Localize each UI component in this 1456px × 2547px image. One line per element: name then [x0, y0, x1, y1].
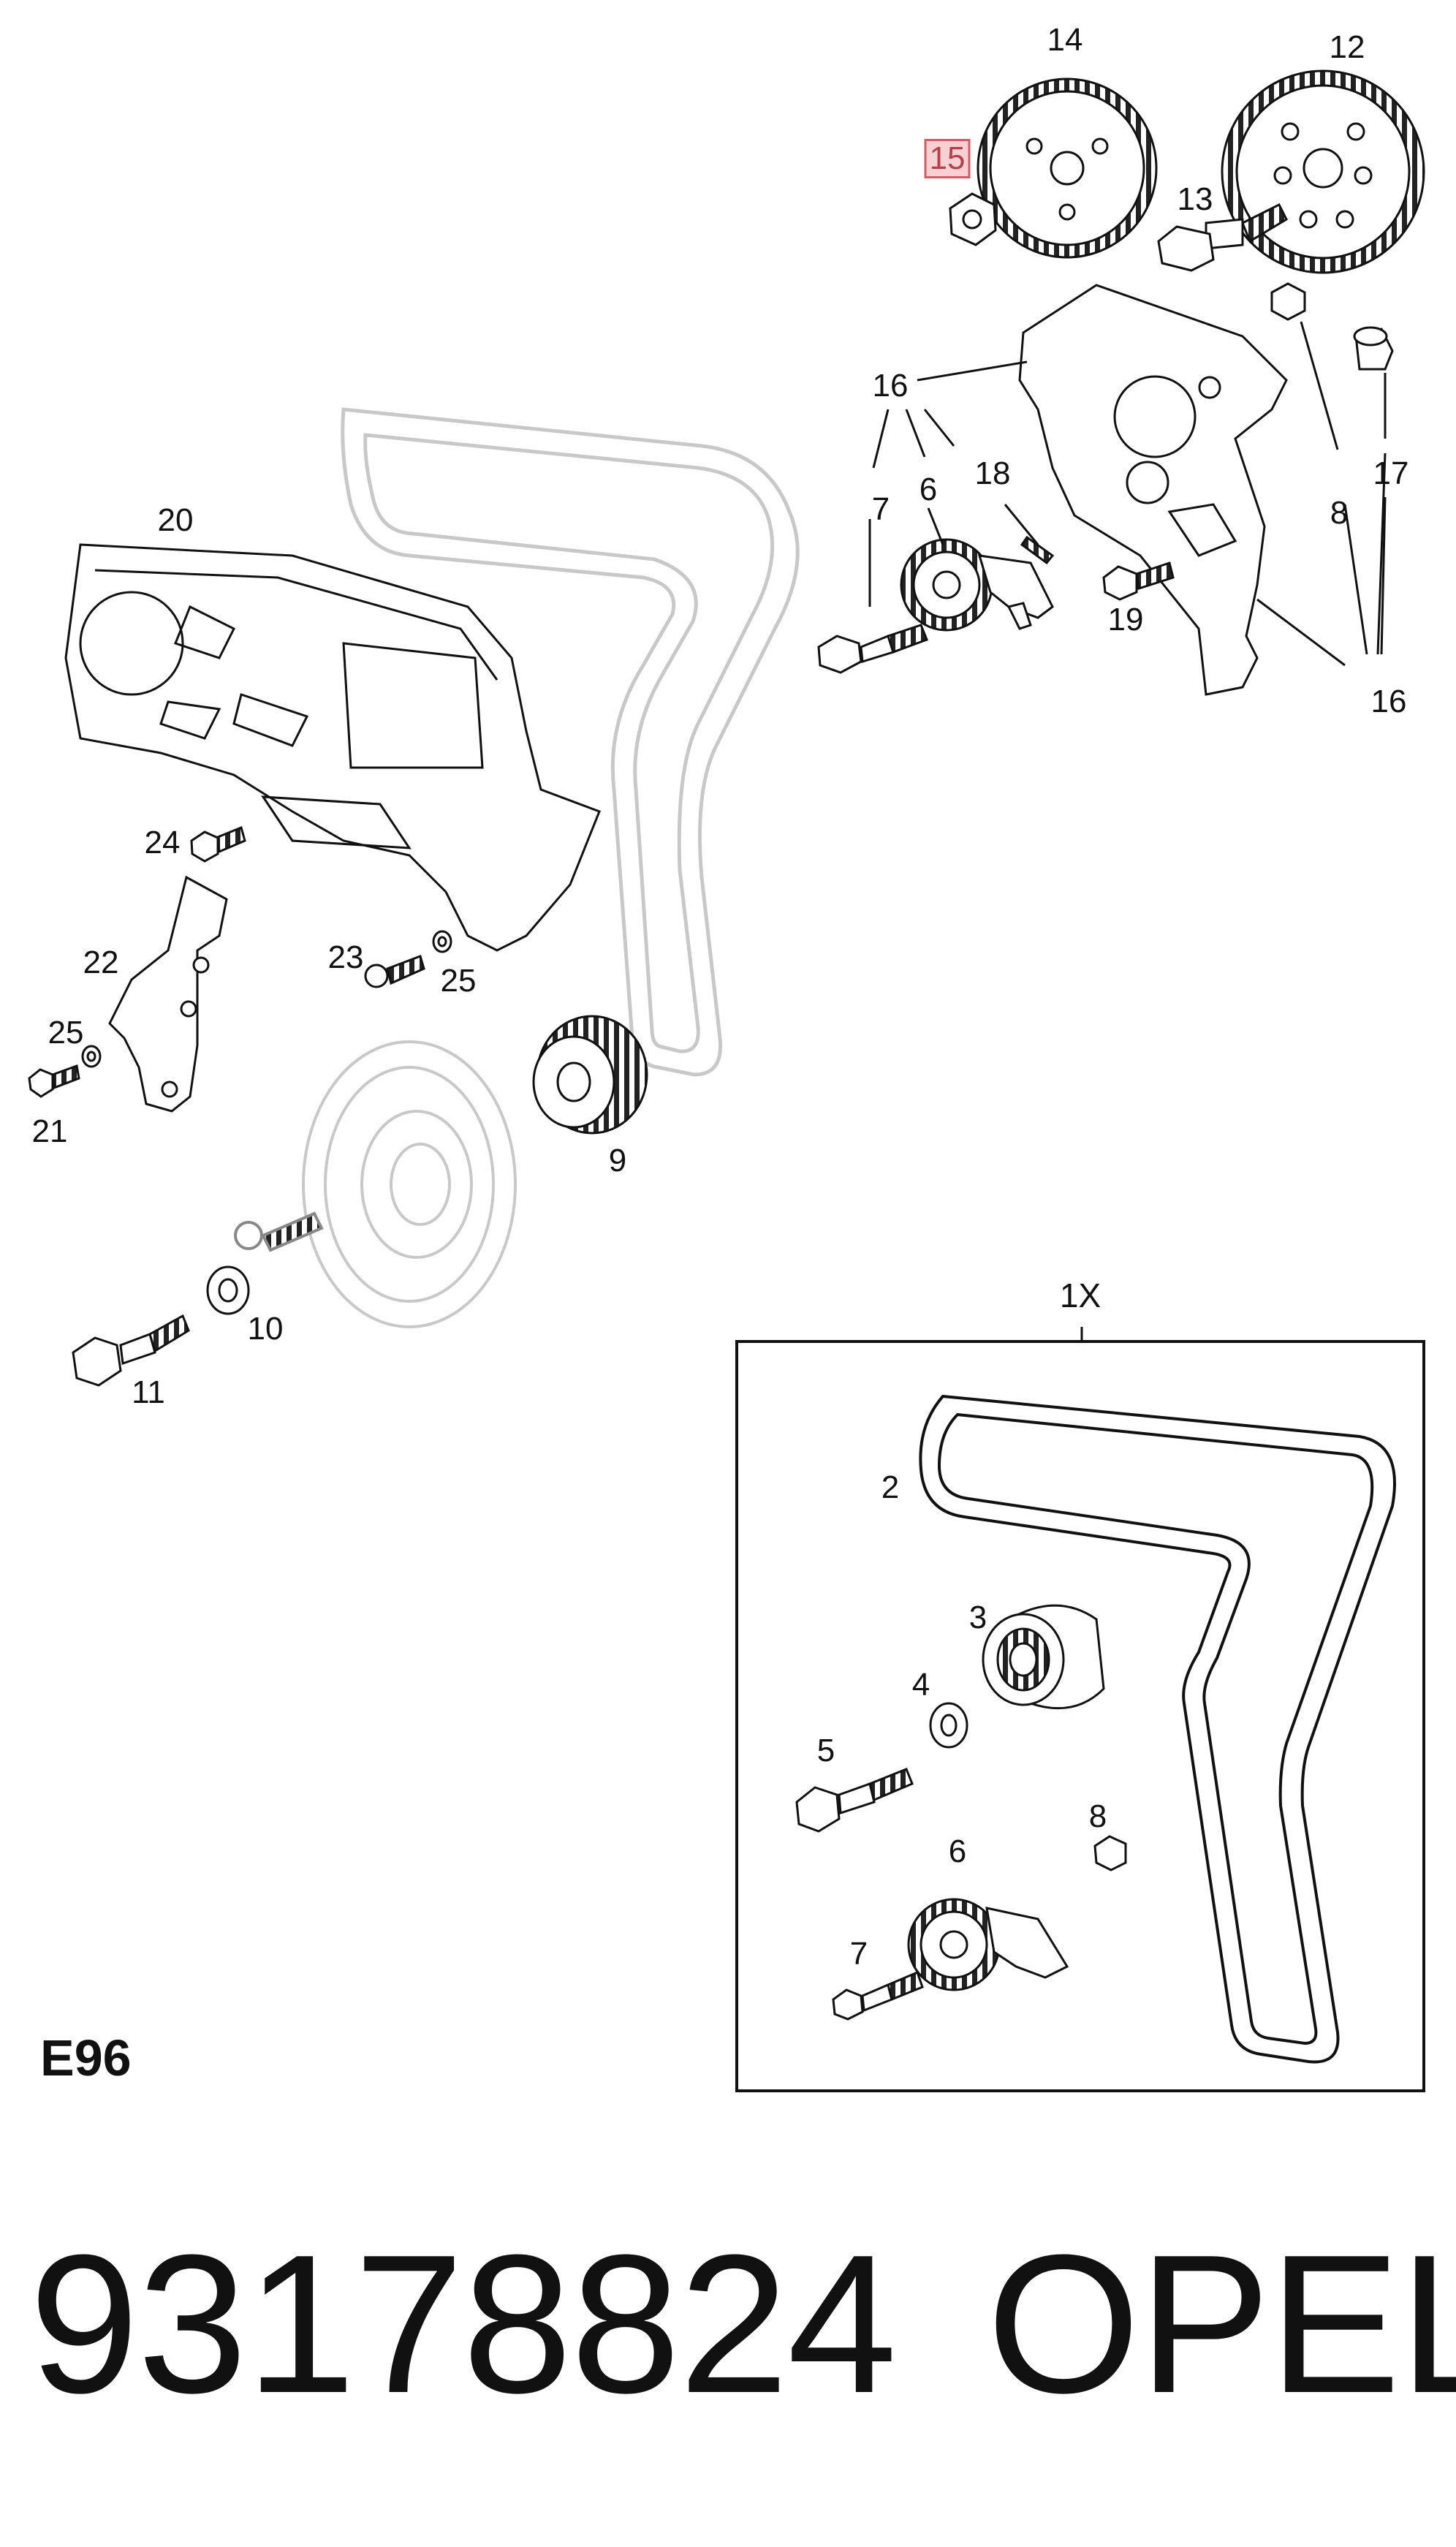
bolt-19: [1102, 561, 1175, 601]
part-number: 93178824: [29, 2214, 897, 2434]
callout-22: 22: [83, 945, 119, 980]
callout-25-right: 25: [440, 963, 477, 999]
group-code: E96: [40, 2029, 132, 2086]
callout-9: 9: [608, 1143, 627, 1178]
callout-8-kit: 8: [1088, 1798, 1107, 1834]
kit-box-1x: [735, 1327, 1425, 2092]
callout-25-left: 25: [48, 1015, 84, 1051]
callout-11: 11: [132, 1374, 165, 1410]
callout-7-top: 7: [871, 491, 890, 527]
camshaft-pulley-14: [977, 77, 1158, 259]
callout-12: 12: [1329, 29, 1365, 65]
crankshaft-pulley-ghost: [234, 1040, 517, 1328]
callout-23: 23: [327, 939, 364, 975]
callout-19: 19: [1107, 602, 1144, 637]
bolt-5: [795, 1768, 914, 1833]
bolt-23: [364, 955, 425, 988]
callout-17: 17: [1373, 455, 1409, 491]
washer-4: [929, 1702, 968, 1749]
leader-lines: [868, 321, 1387, 667]
callout-7-kit: 7: [849, 1936, 868, 1972]
dowel-17: [1353, 326, 1394, 371]
washer-25-right: [432, 930, 452, 953]
callout-10: 10: [247, 1311, 284, 1347]
rear-timing-cover-16: [1018, 284, 1288, 696]
front-timing-cover-20: [64, 543, 601, 952]
kit-label-1x: 1X: [1059, 1276, 1102, 1314]
bolt-7-top: [817, 624, 928, 674]
callout-6-top: 6: [919, 472, 938, 507]
brand-name: OPEL: [987, 2214, 1456, 2434]
crankshaft-sprocket-9: [532, 1015, 648, 1135]
tensioner-6-kit: [907, 1898, 1069, 1991]
bracket-22: [108, 875, 228, 1113]
bolt-7-kit: [832, 1970, 924, 2021]
camshaft-pulley-12: [1221, 69, 1425, 274]
callout-14: 14: [1047, 22, 1083, 58]
timing-belt-ghost: [341, 407, 800, 1077]
callout-21: 21: [31, 1113, 68, 1149]
bolt-11: [72, 1314, 190, 1387]
timing-belt-2: [919, 1394, 1396, 2064]
washer-10: [206, 1265, 250, 1315]
callout-15-highlighted[interactable]: 15: [924, 139, 971, 178]
idler-roller-3: [982, 1604, 1105, 1710]
bolt-13: [1157, 203, 1288, 272]
callout-18: 18: [974, 455, 1011, 491]
washer-25-left: [81, 1045, 102, 1068]
bolt-21: [28, 1064, 80, 1098]
callout-6-kit: 6: [948, 1833, 967, 1869]
callout-8-top: 8: [1330, 495, 1349, 531]
callout-16-upper: 16: [872, 368, 909, 404]
nut-15: [949, 192, 997, 246]
tensioner-6-top: [900, 538, 1054, 632]
callout-16-lower: 16: [1370, 684, 1407, 719]
callout-20: 20: [157, 502, 194, 538]
callout-2: 2: [881, 1469, 900, 1505]
nut-8-kit: [1093, 1835, 1127, 1872]
callout-5: 5: [816, 1733, 835, 1768]
callout-4: 4: [911, 1667, 930, 1703]
bolt-24: [190, 825, 246, 863]
callout-24: 24: [144, 825, 181, 860]
pin-18: [1020, 535, 1055, 565]
nut-8-top: [1270, 282, 1306, 321]
callout-13: 13: [1177, 181, 1213, 217]
callout-3: 3: [968, 1600, 987, 1635]
